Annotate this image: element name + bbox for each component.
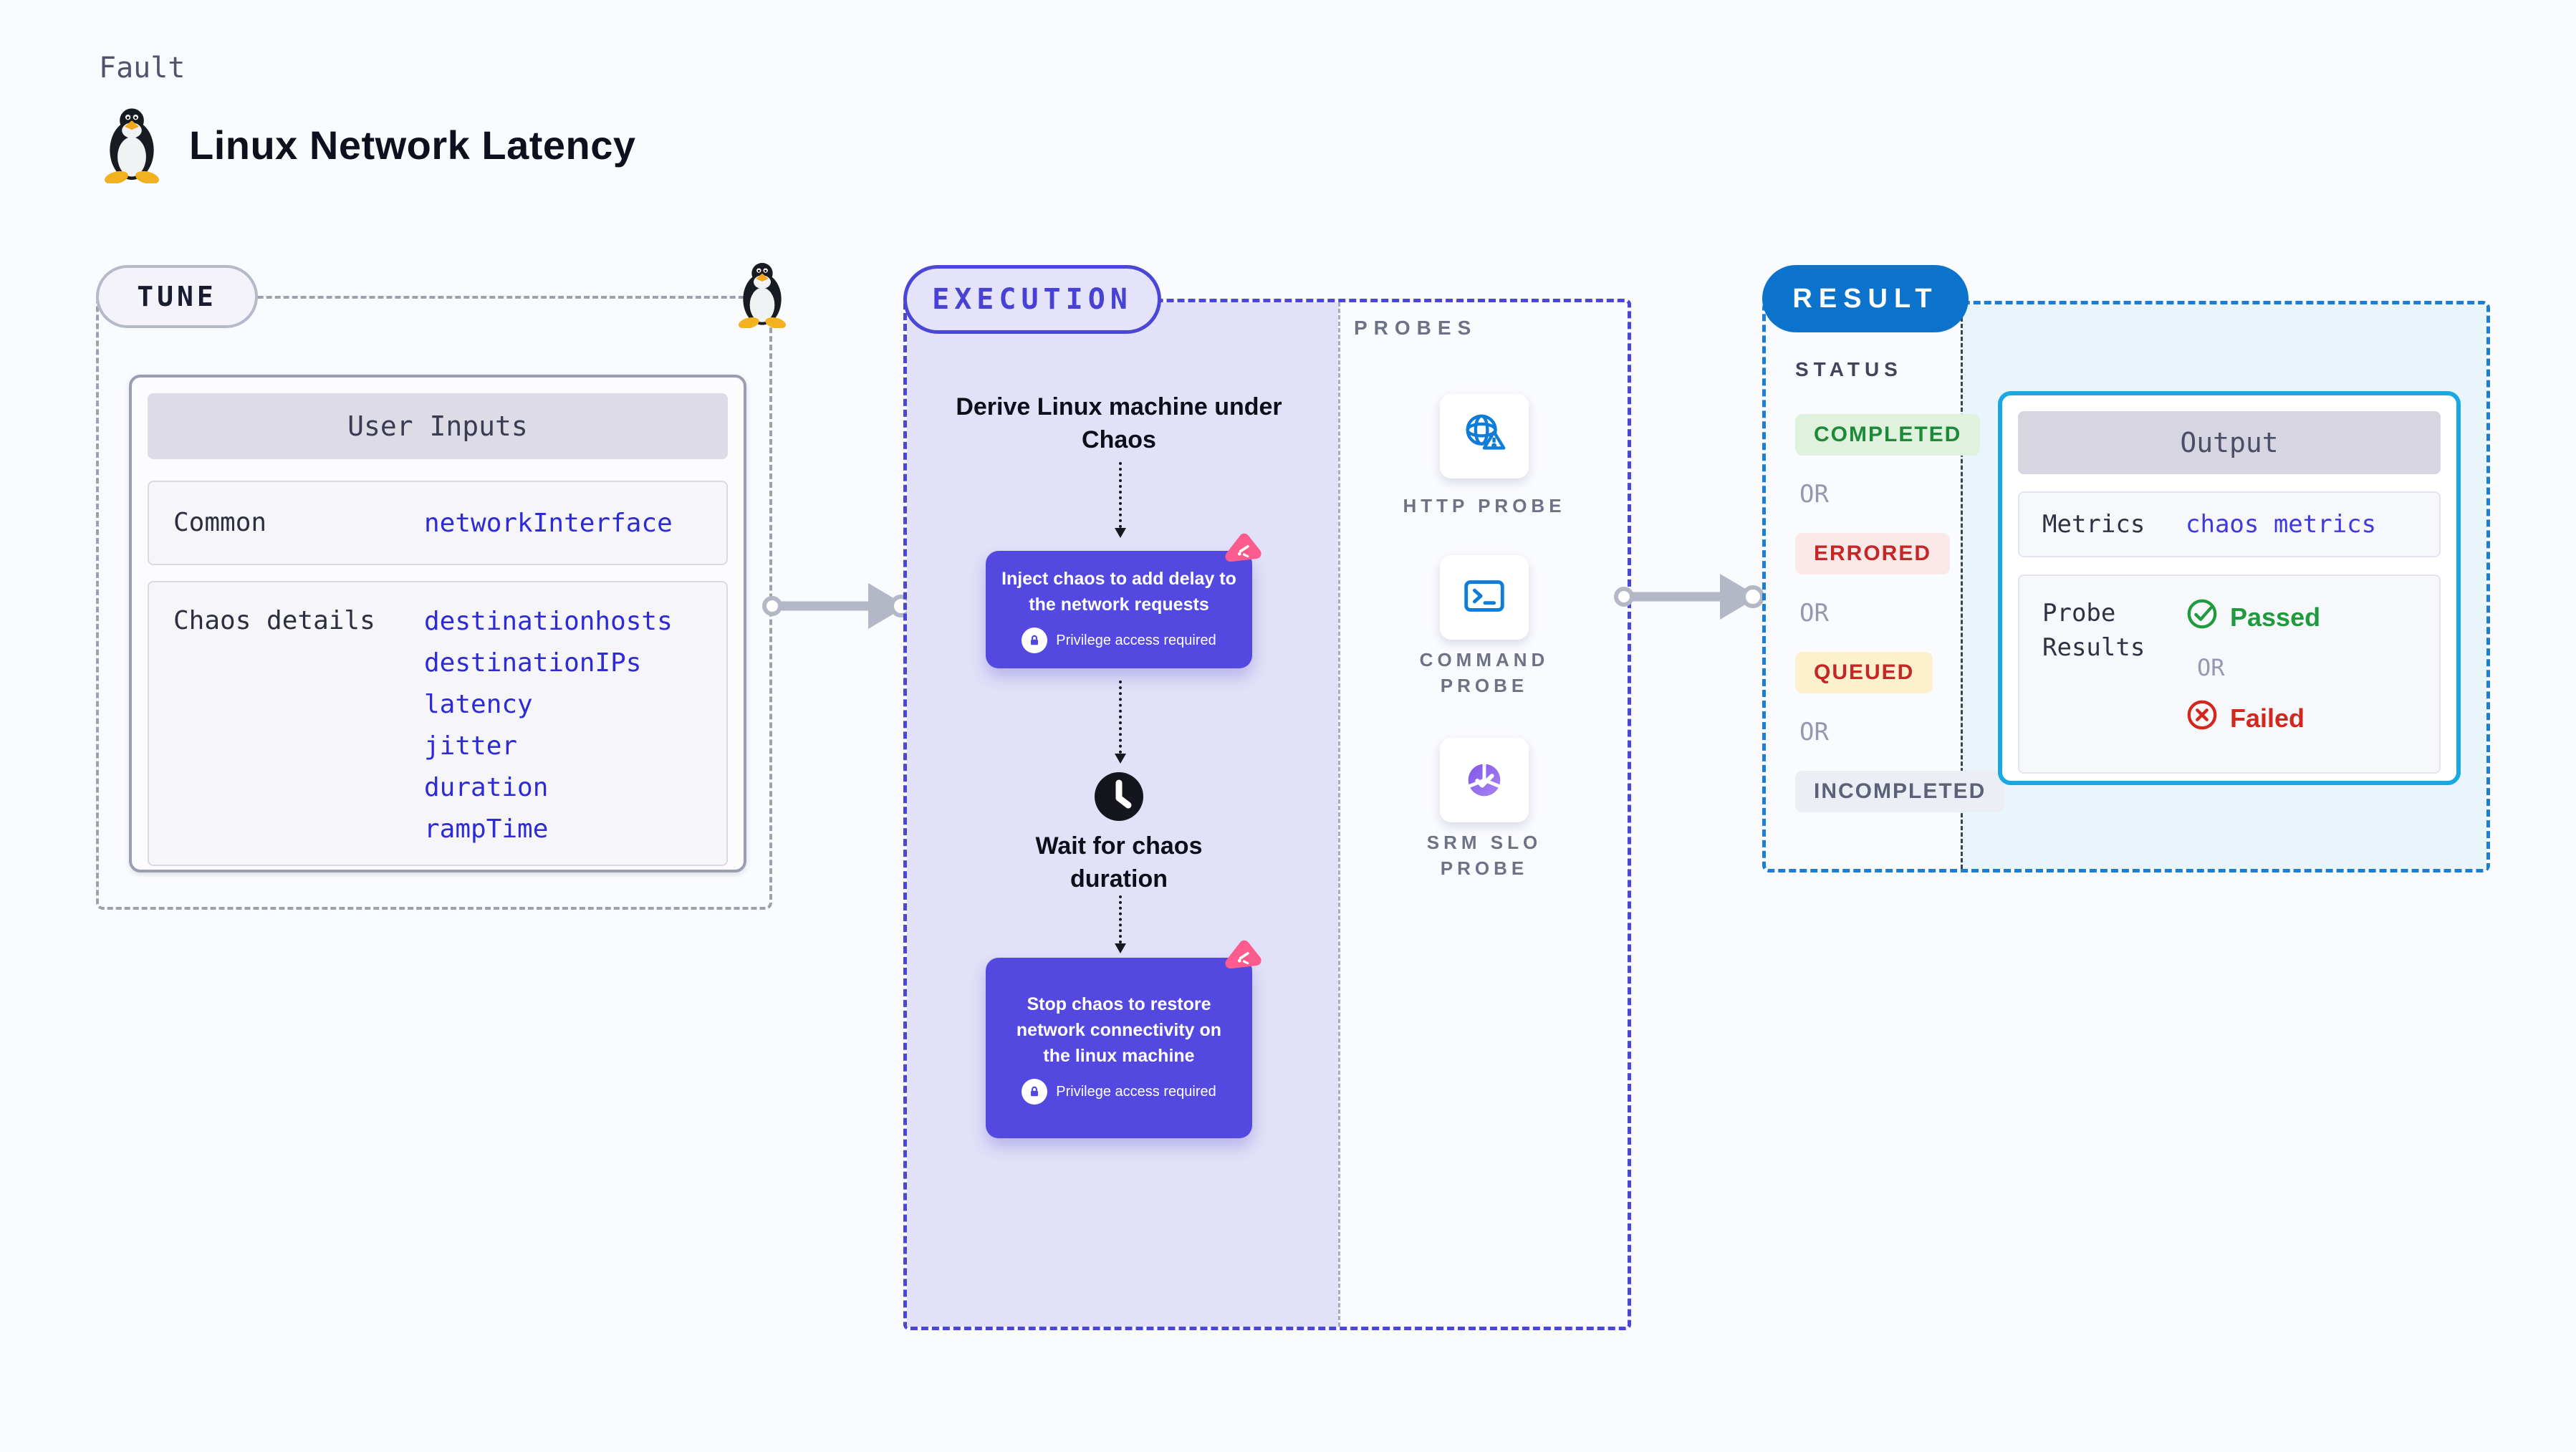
flow-connector bbox=[1115, 681, 1126, 764]
wait-step-label: Wait for chaos duration bbox=[1035, 832, 1203, 893]
probe-results-row: Probe Results Passed OR bbox=[2018, 574, 2441, 774]
status-title: STATUS bbox=[1795, 358, 1903, 380]
probes-lane-divider bbox=[1338, 302, 1340, 1327]
privilege-badge-text: Privilege access required bbox=[1056, 1083, 1216, 1100]
metrics-label: Metrics bbox=[2042, 510, 2145, 539]
slo-donut-icon bbox=[1459, 754, 1509, 807]
execution-section-pill: EXECUTION bbox=[903, 265, 1161, 334]
input-value: duration bbox=[424, 773, 549, 802]
globe-alert-icon bbox=[1459, 410, 1509, 463]
failed-text: Failed bbox=[2230, 703, 2305, 733]
metrics-row: Metrics chaos metrics bbox=[2018, 491, 2441, 557]
failed-result: Failed bbox=[2186, 698, 2320, 738]
input-value: latency bbox=[424, 690, 533, 719]
input-value: destinationIPs bbox=[424, 648, 642, 678]
passed-result: Passed bbox=[2186, 597, 2320, 637]
privilege-badge: Privilege access required bbox=[1022, 628, 1216, 653]
srm-slo-probe-card bbox=[1440, 738, 1529, 822]
input-row-label: Common bbox=[173, 508, 267, 537]
status-column: STATUS COMPLETED OR ERRORED OR QUEUED OR… bbox=[1795, 358, 2005, 837]
or-label: OR bbox=[1799, 599, 1829, 628]
passed-text: Passed bbox=[2230, 602, 2321, 632]
privilege-badge-text: Privilege access required bbox=[1056, 632, 1216, 648]
chaos-fault-icon bbox=[1218, 935, 1268, 985]
input-value: networkInterface bbox=[424, 508, 673, 538]
tune-section-pill: TUNE bbox=[96, 265, 258, 328]
output-card: Output Metrics chaos metrics Probe Resul… bbox=[1998, 391, 2461, 785]
status-badge-completed: COMPLETED bbox=[1795, 414, 1981, 456]
stop-chaos-text: Stop chaos to restore network connectivi… bbox=[1016, 994, 1222, 1066]
result-lane-divider bbox=[1961, 304, 1963, 869]
flow-connector bbox=[1115, 462, 1126, 538]
execution-to-result-arrow bbox=[1614, 574, 1764, 620]
input-value: rampTime bbox=[424, 814, 549, 844]
terminal-icon bbox=[1459, 571, 1509, 625]
probes-lane-title: PROBES bbox=[1354, 317, 1478, 339]
flow-connector bbox=[1115, 895, 1126, 953]
privilege-badge: Privilege access required bbox=[1022, 1079, 1216, 1105]
page-title: Linux Network Latency bbox=[189, 122, 636, 168]
user-inputs-title: User Inputs bbox=[148, 393, 728, 459]
input-row-common: Common networkInterface bbox=[148, 481, 728, 565]
status-badge-queued: QUEUED bbox=[1795, 652, 1933, 693]
probe-label: COMMAND PROBE bbox=[1419, 649, 1549, 696]
status-badge-errored: ERRORED bbox=[1795, 533, 1951, 574]
metrics-value: chaos metrics bbox=[2186, 510, 2377, 539]
tune-to-execution-arrow bbox=[762, 583, 913, 629]
result-section-pill: RESULT bbox=[1762, 265, 1969, 332]
wait-clock-icon bbox=[1093, 771, 1145, 822]
input-value: destinationhosts bbox=[424, 607, 673, 636]
status-badge-incompleted: INCOMPLETED bbox=[1795, 771, 2005, 812]
fault-category-label: Fault bbox=[99, 52, 186, 85]
probe-results-label: Probe Results bbox=[2042, 599, 2145, 662]
stop-chaos-node: Stop chaos to restore network connectivi… bbox=[986, 940, 1261, 1138]
probe-results-values: Passed OR Failed bbox=[2186, 596, 2320, 738]
probe-label: SRM SLO PROBE bbox=[1426, 832, 1542, 879]
user-inputs-card: User Inputs Common networkInterface Chao… bbox=[129, 375, 746, 872]
or-label: OR bbox=[1799, 718, 1829, 746]
or-label: OR bbox=[1799, 480, 1829, 509]
input-value: jitter bbox=[424, 731, 518, 761]
page-title-row: Linux Network Latency bbox=[99, 106, 636, 183]
lock-icon bbox=[1022, 628, 1048, 653]
x-circle-icon bbox=[2186, 698, 2219, 738]
lock-icon bbox=[1022, 1079, 1048, 1105]
input-row-label: Chaos details bbox=[173, 606, 375, 635]
linux-tux-corner-icon bbox=[734, 261, 791, 332]
inject-chaos-node: Inject chaos to add delay to the network… bbox=[986, 533, 1261, 668]
linux-tux-icon bbox=[99, 106, 165, 183]
or-label: OR bbox=[2197, 654, 2225, 681]
input-row-chaos-details: Chaos details destinationhosts destinati… bbox=[148, 581, 728, 866]
chaos-fault-icon bbox=[1218, 528, 1268, 578]
probe-label: HTTP PROBE bbox=[1403, 495, 1566, 516]
derive-machine-step-label: Derive Linux machine under Chaos bbox=[956, 393, 1282, 453]
check-circle-icon bbox=[2186, 597, 2219, 637]
inject-chaos-text: Inject chaos to add delay to the network… bbox=[1001, 569, 1236, 615]
http-probe-card bbox=[1440, 394, 1529, 479]
chaos-detail-values: destinationhosts destinationIPs latency … bbox=[424, 601, 673, 850]
command-probe-card bbox=[1440, 555, 1529, 640]
output-title: Output bbox=[2018, 411, 2441, 474]
